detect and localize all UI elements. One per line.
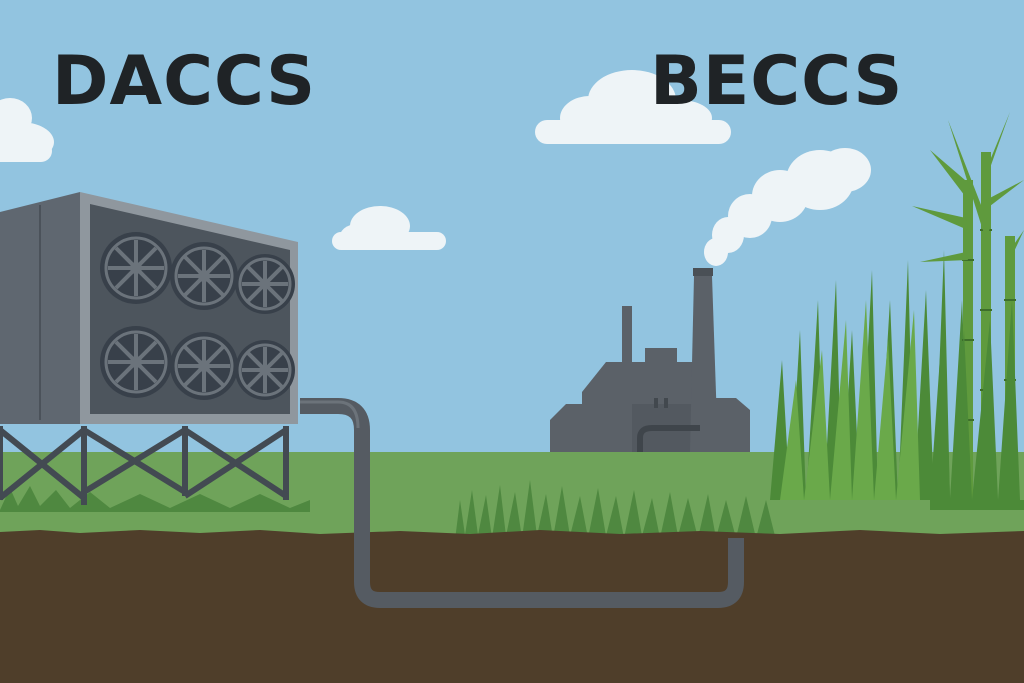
cloud-top xyxy=(535,70,731,144)
grass-tufts xyxy=(455,480,776,540)
daccs-label: DACCS xyxy=(52,42,317,121)
cloud-left xyxy=(0,98,54,162)
smoke-plume xyxy=(704,148,871,266)
cloud-middle xyxy=(332,206,446,250)
fan-grid xyxy=(100,232,295,400)
bioenergy-plant-icon xyxy=(550,268,750,452)
grass-tufts-left xyxy=(0,486,310,512)
beccs-label: BECCS xyxy=(650,42,904,121)
bamboo-grove xyxy=(770,112,1024,510)
direct-air-capture-unit-icon xyxy=(0,192,298,505)
pipeline-highlight xyxy=(300,400,360,429)
